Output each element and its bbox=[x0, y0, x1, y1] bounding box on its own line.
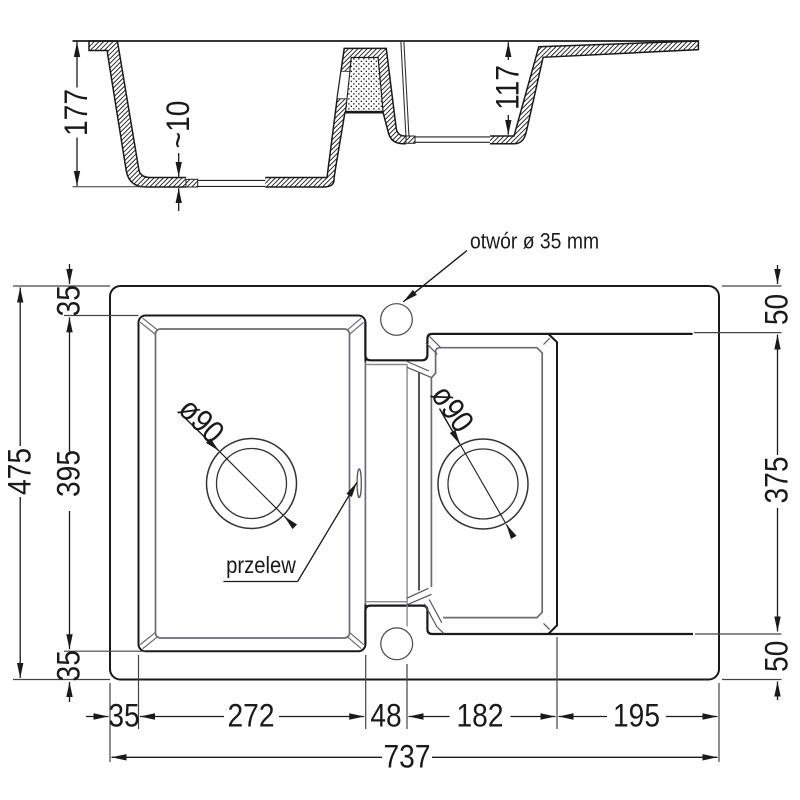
svg-text:195: 195 bbox=[613, 699, 660, 734]
svg-text:182: 182 bbox=[457, 699, 504, 734]
svg-text:737: 737 bbox=[384, 740, 431, 775]
svg-text:177: 177 bbox=[59, 89, 94, 136]
svg-text:117: 117 bbox=[491, 65, 526, 110]
svg-text:50: 50 bbox=[760, 294, 795, 325]
svg-text:50: 50 bbox=[760, 641, 795, 672]
svg-text:35: 35 bbox=[52, 650, 87, 681]
svg-text:48: 48 bbox=[370, 699, 401, 734]
svg-text:otwór ø 35 mm: otwór ø 35 mm bbox=[470, 229, 599, 253]
svg-text:395: 395 bbox=[52, 450, 87, 497]
svg-text:~10: ~10 bbox=[161, 101, 196, 149]
svg-text:35: 35 bbox=[52, 285, 87, 316]
svg-text:272: 272 bbox=[228, 699, 275, 734]
svg-text:475: 475 bbox=[3, 448, 38, 495]
svg-text:35: 35 bbox=[108, 699, 139, 734]
svg-text:375: 375 bbox=[760, 457, 795, 504]
svg-text:przelew: przelew bbox=[226, 552, 296, 579]
